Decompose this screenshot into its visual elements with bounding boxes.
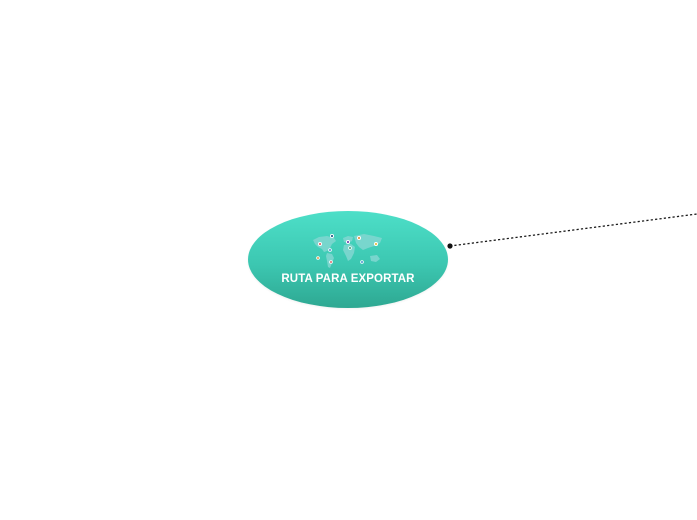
- connector-dotted-line: [449, 213, 697, 247]
- connector-anchor-dot[interactable]: [447, 243, 453, 249]
- central-topic-label: RUTA PARA EXPORTAR: [281, 273, 415, 285]
- world-map-icon: [313, 234, 382, 268]
